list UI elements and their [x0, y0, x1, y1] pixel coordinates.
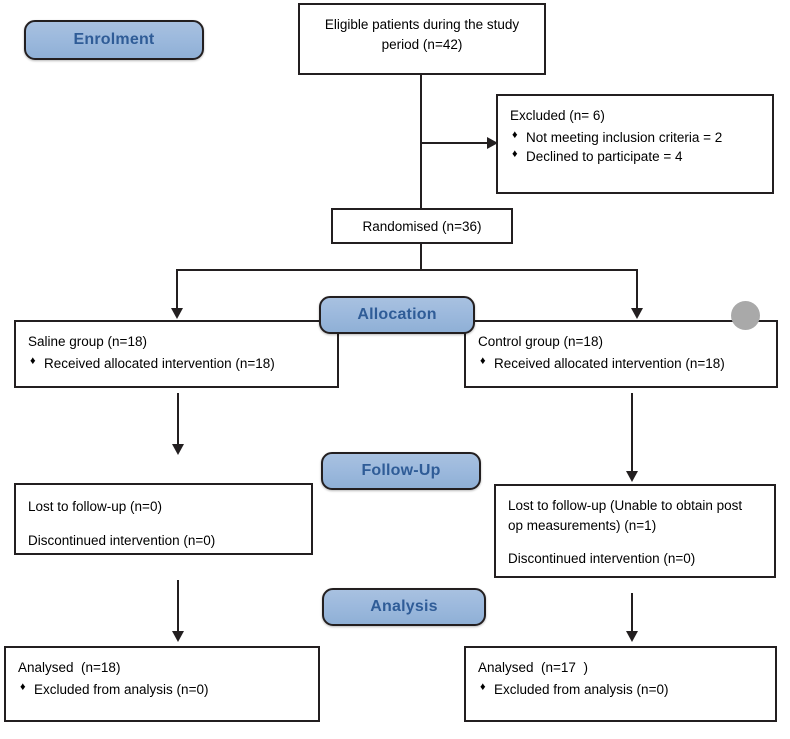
list-item: ♦ Not meeting inclusion criteria = 2: [510, 128, 760, 148]
arrowhead-to-saline-allocation: [171, 308, 183, 319]
list-item: ♦ Received allocated intervention (n=18): [28, 354, 325, 374]
connector-saline-alloc-to-followup: [177, 393, 179, 446]
connector-randomised-down: [420, 244, 422, 270]
connector-split-right-down: [636, 269, 638, 311]
connector-eligible-to-randomised: [420, 75, 422, 208]
arrowhead-to-control-allocation: [631, 308, 643, 319]
bullet-icon: ♦: [20, 680, 26, 693]
box-saline-allocation: Saline group (n=18) ♦ Received allocated …: [14, 320, 339, 388]
connector-branch-to-excluded: [420, 142, 487, 144]
arrowhead-to-control-analysis: [626, 631, 638, 642]
connector-split-left-down: [176, 269, 178, 311]
box-randomised-title: Randomised (n=36): [362, 219, 482, 234]
box-saline-followup-line1: Lost to follow-up (n=0): [28, 499, 162, 514]
box-saline-allocation-title: Saline group (n=18): [28, 334, 147, 349]
box-control-followup-line3: Discontinued intervention (n=0): [508, 551, 696, 567]
box-excluded-bullets: ♦ Not meeting inclusion criteria = 2 ♦ Dec…: [510, 128, 760, 167]
spacer: [508, 535, 762, 549]
list-item: ♦ Received allocated intervention (n=18): [478, 354, 764, 374]
bullet-icon: ♦: [30, 354, 36, 367]
box-saline-allocation-bullets: ♦ Received allocated intervention (n=18): [28, 354, 325, 374]
arrowhead-to-saline-followup: [172, 444, 184, 455]
arrowhead-to-saline-analysis: [172, 631, 184, 642]
box-saline-followup: Lost to follow-up (n=0) Discontinued int…: [14, 483, 313, 555]
box-saline-followup-line2: Discontinued intervention (n=0): [28, 532, 216, 548]
arrowhead-to-excluded: [487, 137, 498, 149]
box-saline-analysis-title: Analysed (n=18): [18, 660, 121, 675]
stage-label-analysis-text: Analysis: [370, 598, 438, 615]
box-excluded-bullet-0: Not meeting inclusion criteria = 2: [526, 129, 723, 145]
box-randomised: Randomised (n=36): [331, 208, 513, 244]
box-excluded-bullet-1: Declined to participate = 4: [526, 149, 683, 165]
box-saline-allocation-bullet-0: Received allocated intervention (n=18): [44, 355, 275, 371]
arrowhead-to-control-followup: [626, 471, 638, 482]
bullet-icon: ♦: [512, 128, 518, 141]
box-eligible-line2: period (n=42): [381, 36, 463, 52]
list-item: ♦ Excluded from analysis (n=0): [18, 680, 306, 700]
stage-label-enrolment: Enrolment: [24, 20, 204, 60]
box-control-allocation: Control group (n=18) ♦ Received allocated…: [464, 320, 778, 388]
stage-label-allocation-text: Allocation: [357, 306, 437, 323]
box-saline-analysis-bullets: ♦ Excluded from analysis (n=0): [18, 680, 306, 700]
connector-control-alloc-to-followup: [631, 393, 633, 473]
box-control-allocation-title: Control group (n=18): [478, 334, 603, 349]
box-control-analysis-bullets: ♦ Excluded from analysis (n=0): [478, 680, 763, 700]
box-excluded-title: Excluded (n= 6): [510, 108, 605, 123]
box-control-analysis-title: Analysed (n=17 ): [478, 660, 588, 675]
bullet-icon: ♦: [480, 680, 486, 693]
box-eligible-patients: Eligible patients during the study perio…: [298, 3, 546, 75]
connector-saline-followup-to-analysis: [177, 580, 179, 633]
connector-control-followup-to-analysis: [631, 593, 633, 633]
box-control-allocation-bullet-0: Received allocated intervention (n=18): [494, 355, 725, 371]
box-saline-analysis-bullet-0: Excluded from analysis (n=0): [34, 681, 209, 697]
box-control-followup: Lost to follow-up (Unable to obtain post…: [494, 484, 776, 578]
list-item: ♦ Declined to participate = 4: [510, 147, 760, 167]
stage-label-followup-text: Follow-Up: [361, 462, 441, 479]
box-excluded: Excluded (n= 6) ♦ Not meeting inclusion c…: [496, 94, 774, 194]
bullet-icon: ♦: [480, 354, 486, 367]
stage-label-enrolment-text: Enrolment: [73, 31, 155, 48]
spacer: [28, 517, 299, 531]
box-control-analysis-bullet-0: Excluded from analysis (n=0): [494, 681, 669, 697]
box-control-followup-line1: Lost to follow-up (Unable to obtain post: [508, 498, 743, 513]
scan-artifact-circle: [731, 301, 760, 330]
stage-label-allocation: Allocation: [319, 296, 475, 334]
connector-allocation-split: [176, 269, 638, 271]
bullet-icon: ♦: [512, 148, 518, 161]
box-saline-analysis: Analysed (n=18) ♦ Excluded from analysis …: [4, 646, 320, 722]
box-control-analysis: Analysed (n=17 ) ♦ Excluded from analysis…: [464, 646, 777, 722]
list-item: ♦ Excluded from analysis (n=0): [478, 680, 763, 700]
stage-label-followup: Follow-Up: [321, 452, 481, 490]
box-control-allocation-bullets: ♦ Received allocated intervention (n=18): [478, 354, 764, 374]
box-eligible-line1: Eligible patients during the study: [324, 17, 520, 32]
box-control-followup-line2: op measurements) (n=1): [508, 517, 657, 533]
stage-label-analysis: Analysis: [322, 588, 486, 626]
